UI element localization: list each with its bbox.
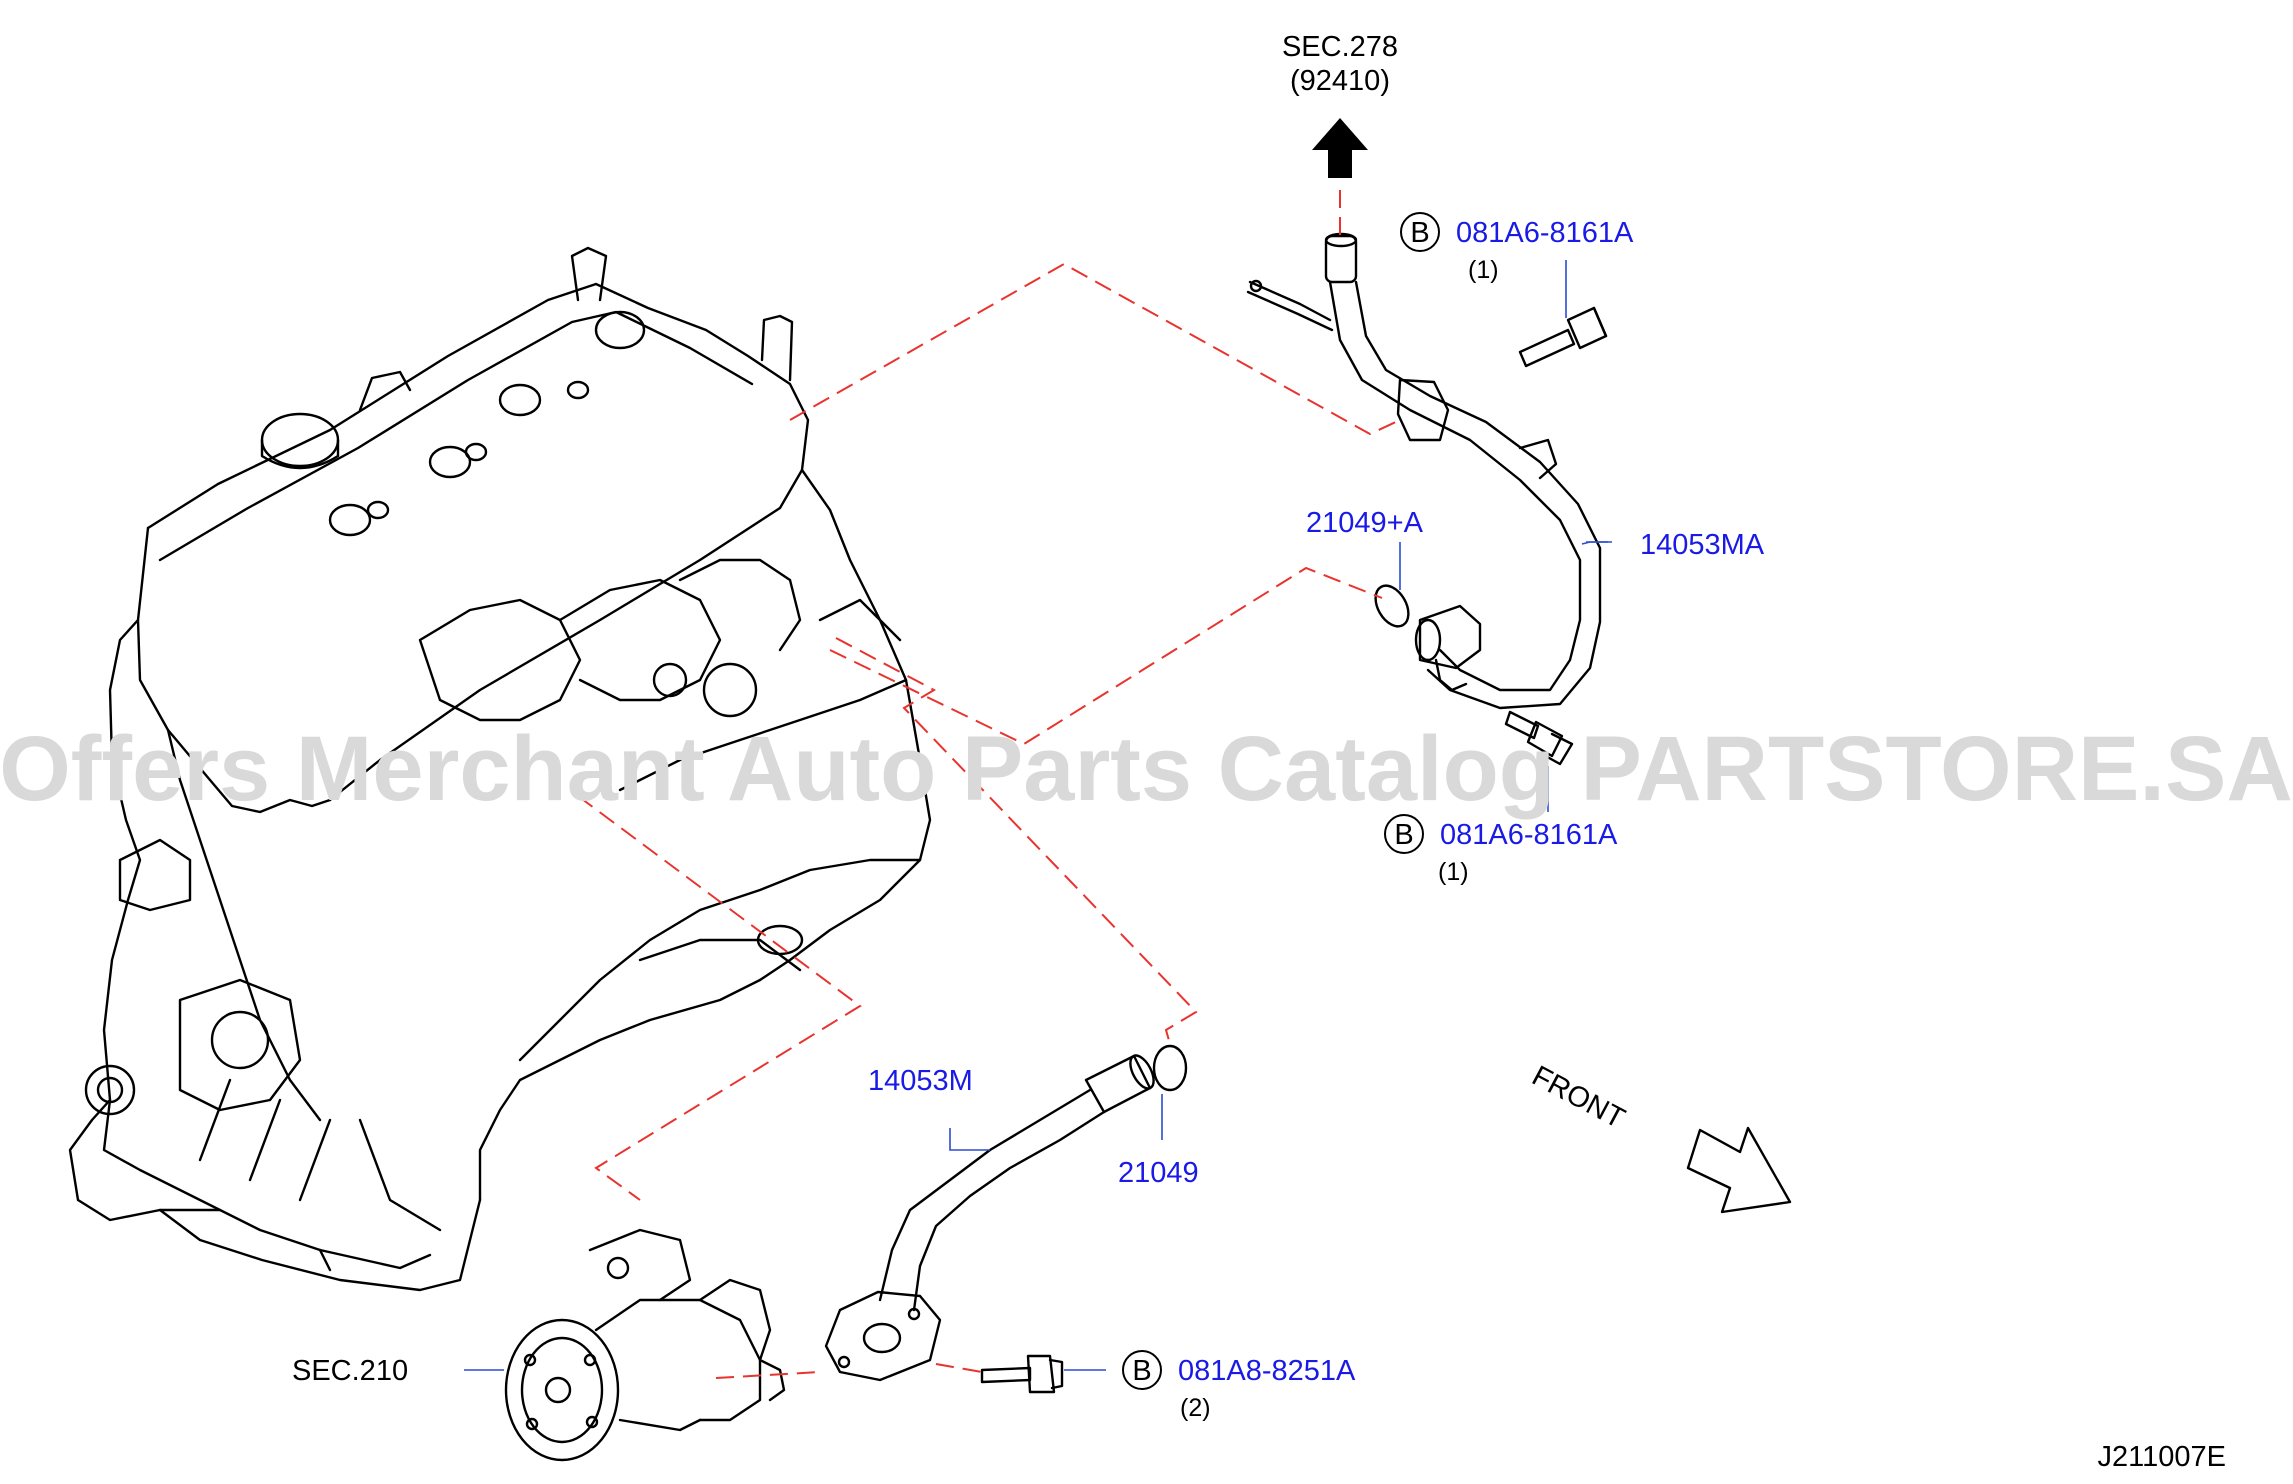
- b-code-label: B: [1410, 217, 1429, 249]
- part-number-oring-lower[interactable]: 21049: [1118, 1157, 1199, 1189]
- b-code-label: B: [1394, 819, 1413, 851]
- alignment-lines: [577, 190, 1401, 1379]
- part-number-bolt-bottom[interactable]: 081A8-8251A: [1178, 1355, 1356, 1387]
- water-pipe-lower: [824, 1054, 1155, 1382]
- b-code-label: B: [1132, 1355, 1151, 1387]
- oring-lower-shape: [1152, 1044, 1188, 1092]
- sec278-label[interactable]: SEC.278: [1282, 31, 1398, 63]
- qty-bolt-mid: (1): [1438, 858, 1469, 886]
- arrow-up-icon: [1312, 118, 1368, 178]
- sec210-label[interactable]: SEC.210: [292, 1355, 408, 1387]
- front-label: FRONT: [1527, 1060, 1630, 1135]
- water-pipe-upper: [1246, 232, 1602, 710]
- front-arrow-icon: [1686, 1126, 1792, 1214]
- part-number-pipe-upper[interactable]: 14053MA: [1640, 529, 1765, 561]
- watermark: Offers Merchant Auto Parts Catalog PARTS…: [0, 718, 2293, 820]
- qty-bolt-top: (1): [1468, 256, 1499, 284]
- part-number-bolt-top[interactable]: 081A6-8161A: [1456, 217, 1634, 249]
- bolt-mid-shape: [1504, 710, 1574, 766]
- leader-lines: [464, 260, 1612, 1371]
- callout-bolt-top[interactable]: B 081A6-8161A (1): [1400, 212, 1634, 284]
- b-code-circle: [1384, 814, 1424, 854]
- part-number-bolt-mid[interactable]: 081A6-8161A: [1440, 819, 1618, 851]
- qty-bolt-bottom: (2): [1180, 1394, 1211, 1422]
- callout-bolt-bottom[interactable]: B 081A8-8251A (2): [1122, 1350, 1356, 1422]
- b-code-circle: [1400, 212, 1440, 252]
- bolt-top-shape: [1518, 306, 1608, 368]
- sec278-code: (92410): [1290, 65, 1390, 97]
- diagram-id: J211007E: [2098, 1441, 2226, 1473]
- water-pump: [504, 1228, 786, 1462]
- part-number-oring-upper[interactable]: 21049+A: [1306, 507, 1424, 539]
- callout-bolt-mid[interactable]: B 081A6-8161A (1): [1384, 814, 1618, 886]
- part-number-pipe-lower[interactable]: 14053M: [868, 1065, 973, 1097]
- b-code-circle: [1122, 1350, 1162, 1390]
- engine-assembly: [68, 246, 932, 1292]
- bolt-bottom-shape: [980, 1354, 1064, 1394]
- oring-upper-shape: [1374, 584, 1410, 628]
